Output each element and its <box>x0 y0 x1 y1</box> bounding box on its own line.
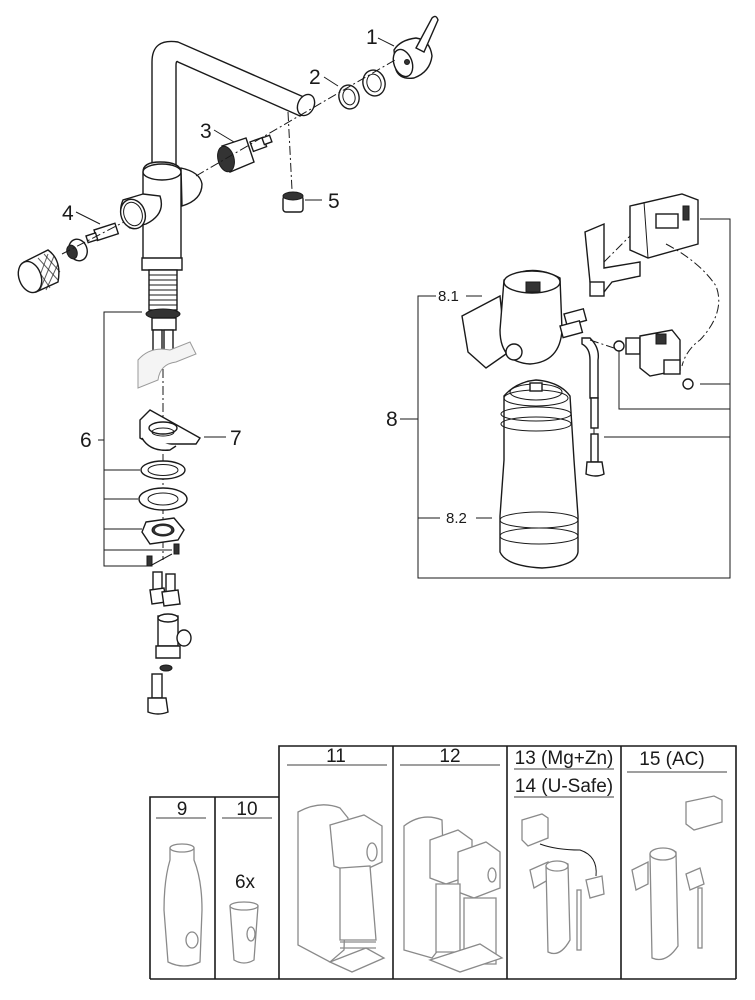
group-label-8: 8 <box>386 408 398 431</box>
part-5-aerator <box>282 191 304 213</box>
flow-meter <box>613 329 694 390</box>
accessory-label-11: 11 <box>326 746 346 767</box>
accessory-label-10: 10 <box>236 799 257 820</box>
part-label-3: 3 <box>200 120 212 143</box>
accessories-table: 9 10 6x 11 12 13 (Mg+Zn) 14 (U-Safe) 15 … <box>149 745 737 980</box>
accessory-label-9: 9 <box>177 799 188 820</box>
part-label-6: 6 <box>80 429 92 452</box>
accessory-quantity-10: 6x <box>235 872 256 893</box>
part-6-mounting-set <box>138 460 192 715</box>
leader-lines-faucet <box>75 37 395 567</box>
part-label-4: 4 <box>62 202 74 225</box>
part-label-1: 1 <box>366 26 378 49</box>
bottle-illustration <box>163 843 203 967</box>
sub-label-8-2: 8.2 <box>446 510 467 527</box>
part-labels: 1 2 3 4 5 6 7 <box>62 26 378 452</box>
part-3-cartridge <box>217 134 273 173</box>
display-unit <box>629 193 720 367</box>
accessory-label-14: 14 (U-Safe) <box>515 776 613 797</box>
filter-head-8-1 <box>461 269 621 477</box>
accessory-label-13: 13 (Mg+Zn) <box>515 748 614 769</box>
filter-group-8: 8 8.1 8.2 <box>386 193 731 579</box>
accessory-label-15: 15 (AC) <box>639 749 704 770</box>
part-label-5: 5 <box>328 190 340 213</box>
part-7-mounting-bracket <box>137 341 202 451</box>
cooler-double-illustration <box>403 816 504 973</box>
part-1-lever-handle <box>392 15 439 80</box>
part-2-seals <box>338 69 386 110</box>
cooler-single-illustration <box>297 804 386 973</box>
filter-kit-mg-zn-u-safe-illustration <box>521 813 605 955</box>
filter-cartridge-8-2 <box>499 379 579 569</box>
part-4-spindle <box>17 222 120 294</box>
faucet-body <box>119 40 316 353</box>
wall-bracket <box>584 222 641 297</box>
filter-kit-ac-illustration <box>631 795 723 961</box>
part-label-2: 2 <box>309 66 321 89</box>
sub-label-8-1: 8.1 <box>438 288 459 305</box>
assembly-axis-lines <box>61 59 396 560</box>
glass-illustration <box>229 901 259 964</box>
part-label-7: 7 <box>230 427 242 450</box>
accessory-label-12: 12 <box>439 746 460 767</box>
